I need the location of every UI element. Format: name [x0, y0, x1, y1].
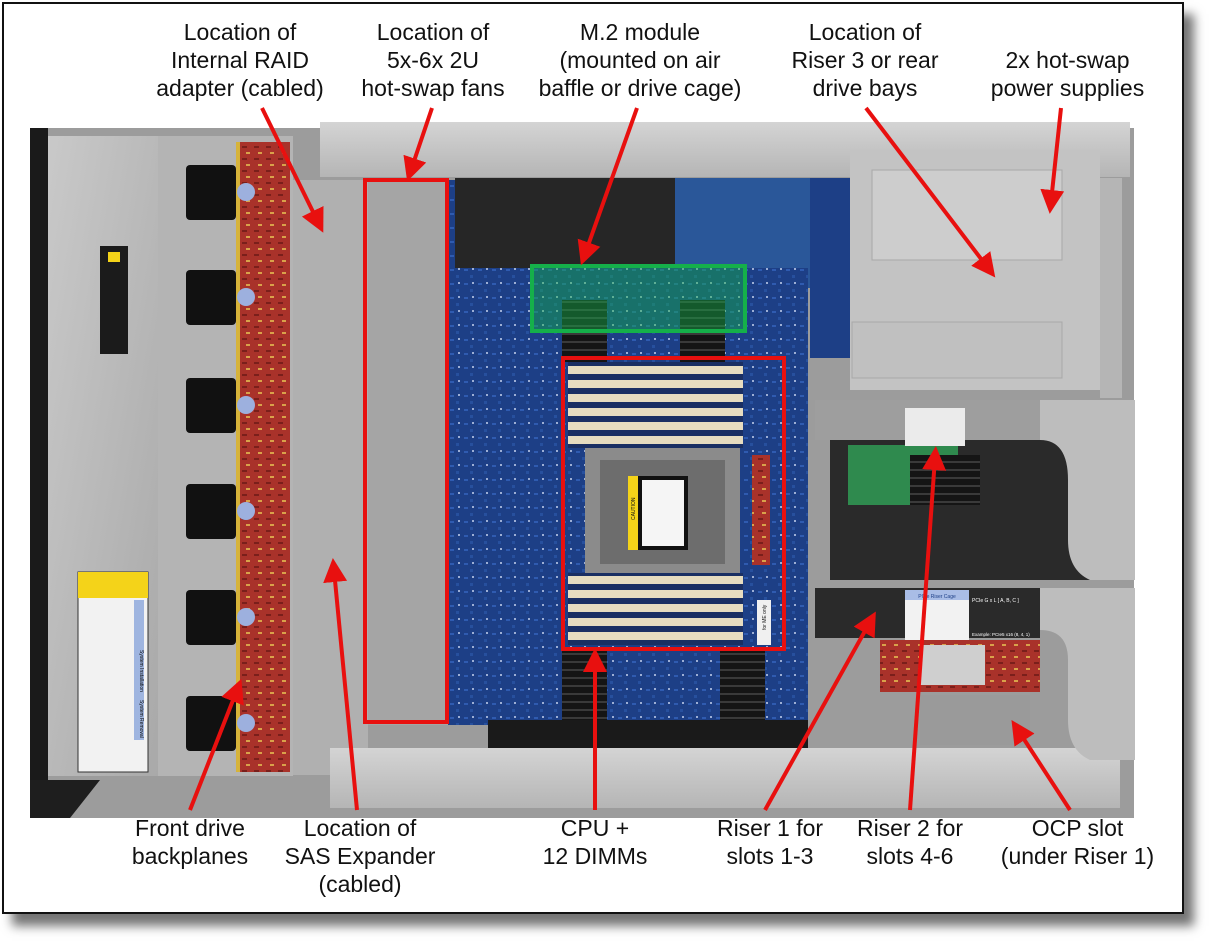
label-line: (mounted on air — [559, 47, 721, 73]
label-line: M.2 module — [579, 19, 701, 45]
label-line: OCP slot — [1031, 815, 1124, 841]
label-line: Riser 2 for — [856, 815, 964, 841]
dimm-bank-bottom — [568, 573, 743, 645]
label-fans: Location of 5x-6x 2U hot-swap fans — [343, 18, 523, 102]
label-line: CPU + — [560, 815, 630, 841]
arrow-fans — [403, 107, 434, 182]
pcie-example: Example: PCIe5 x16 (8, 4, 1) — [972, 632, 1030, 637]
label-line: Riser 3 or rear — [791, 47, 939, 73]
ocp-slot-area — [920, 695, 1030, 745]
riser-cages: PCIe Riser Cage PCIe G x L [ A, B, C ] E… — [815, 400, 1135, 760]
chassis-rear-rail — [330, 748, 1120, 808]
vrm — [752, 455, 770, 565]
label-line: slots 1-3 — [726, 843, 814, 869]
m2-highlight-box — [530, 264, 747, 333]
latch — [186, 378, 236, 433]
warning-sticker — [100, 246, 128, 354]
service-label-header — [78, 572, 148, 598]
service-label-install: System Installation — [138, 650, 144, 692]
riser2-bracket — [1040, 400, 1135, 580]
heatsink — [720, 648, 765, 723]
label-line: Front drive — [135, 815, 245, 841]
dimm-note-sticker — [757, 600, 771, 645]
label-line: baffle or drive cage) — [538, 75, 742, 101]
latch — [186, 484, 236, 539]
drive-latches — [186, 165, 255, 751]
riser1-bracket — [1040, 588, 1135, 760]
front-drive-section: System Installation System Removal — [48, 136, 488, 776]
label-line: adapter (cabled) — [156, 75, 324, 101]
caution-text: CAUTION — [631, 497, 637, 520]
riser-cage-label: PCIe Riser Cage — [918, 594, 956, 600]
label-line: Location of — [303, 815, 417, 841]
latch — [186, 696, 236, 751]
latch — [186, 270, 236, 325]
arrow-psu — [1040, 107, 1065, 214]
label-line: 2x hot-swap — [1005, 47, 1130, 73]
cpu-dimm-highlight-box — [561, 356, 786, 651]
arrow-raid — [260, 107, 324, 233]
label-power-supplies: 2x hot-swap power supplies — [970, 46, 1165, 102]
label-ocp-slot: OCP slot (under Riser 1) — [985, 814, 1170, 870]
label-line: Internal RAID — [170, 47, 310, 73]
label-line: hot-swap fans — [361, 75, 505, 101]
label-line: Location of — [808, 19, 922, 45]
air-baffle-shadow — [455, 178, 675, 268]
latch — [186, 165, 236, 220]
heatsink — [562, 648, 607, 723]
label-cpu-dimms: CPU + 12 DIMMs — [530, 814, 660, 870]
arrow-ocp — [1011, 719, 1072, 812]
arrow-m2 — [577, 107, 639, 266]
label-riser2: Riser 2 for slots 4-6 — [840, 814, 980, 870]
label-m2-module: M.2 module (mounted on air baffle or dri… — [520, 18, 760, 102]
label-line: 12 DIMMs — [542, 843, 648, 869]
dimm-bank-top — [568, 362, 743, 448]
arrow-riser1 — [763, 611, 876, 811]
riser2-label — [905, 408, 965, 446]
warning-icon — [108, 252, 120, 262]
label-line: (cabled) — [318, 871, 402, 897]
latch — [186, 590, 236, 645]
label-line: 5x-6x 2U — [386, 47, 480, 73]
callout-arrows — [188, 106, 1072, 812]
label-line: (under Riser 1) — [1000, 843, 1155, 869]
service-label-removal: System Removal — [138, 700, 144, 738]
label-line: power supplies — [990, 75, 1145, 101]
psu-cage — [850, 150, 1122, 398]
rack-ear — [30, 780, 100, 818]
label-line: Location of — [376, 19, 490, 45]
dimm-note: for ME only — [762, 604, 768, 630]
arrow-riser2 — [908, 446, 947, 811]
label-raid-adapter: Location of Internal RAID adapter (cable… — [140, 18, 340, 102]
pcie-spec: PCIe G x L [ A, B, C ] — [972, 598, 1019, 604]
label-line: drive bays — [812, 75, 918, 101]
arrow-riser3 — [864, 106, 996, 278]
label-line: Location of — [183, 19, 297, 45]
label-line: Riser 1 for — [716, 815, 824, 841]
arrow-sas — [323, 558, 359, 811]
sas-expander-area — [293, 180, 368, 775]
label-sas-expander: Location of SAS Expander (cabled) — [270, 814, 450, 898]
motherboard: CAUTION for ME only — [330, 178, 1120, 808]
label-riser1: Riser 1 for slots 1-3 — [700, 814, 840, 870]
drive-backplane — [238, 142, 290, 772]
label-line: SAS Expander — [284, 843, 436, 869]
front-bezel — [30, 128, 48, 818]
arrow-backplanes — [188, 678, 244, 811]
fan-bay — [368, 180, 448, 725]
label-line: slots 4-6 — [866, 843, 954, 869]
label-riser3: Location of Riser 3 or rear drive bays — [770, 18, 960, 102]
label-line: backplanes — [131, 843, 249, 869]
label-backplanes: Front drive backplanes — [115, 814, 265, 870]
